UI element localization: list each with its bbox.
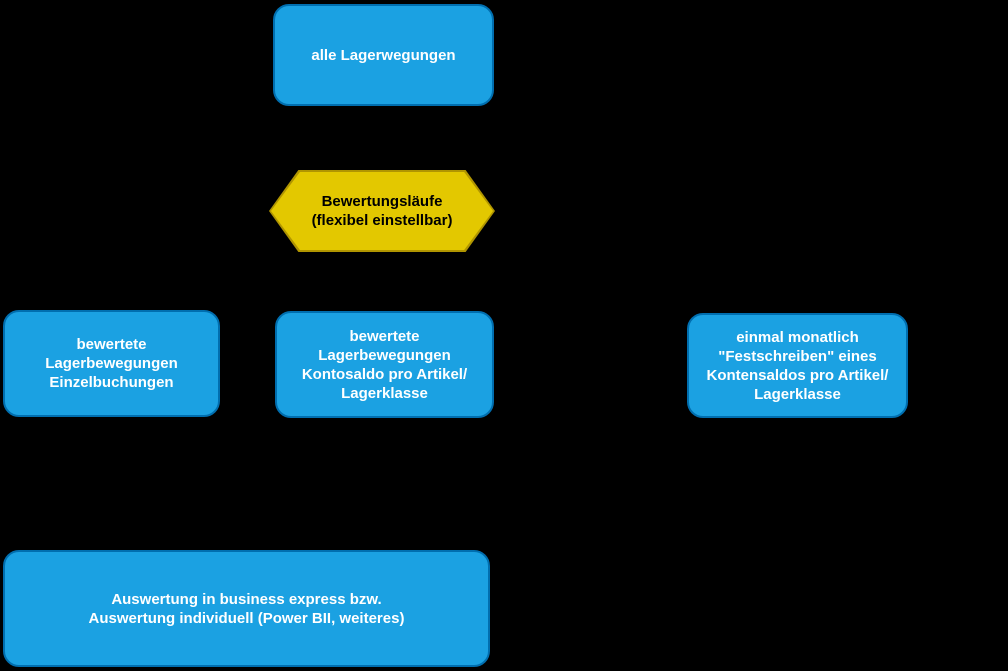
- node-kontosaldo: bewertete Lagerbewegungen Kontosaldo pro…: [275, 311, 494, 418]
- node-label: bewertete Lagerbewegungen Kontosaldo pro…: [301, 327, 468, 402]
- node-label: Bewertungsläufe (flexibel einstellbar): [311, 193, 453, 229]
- node-label: einmal monatlich "Festschreiben" eines K…: [706, 328, 889, 403]
- node-alle-lagerwegungen: alle Lagerwegungen: [273, 4, 494, 106]
- connector-monthly-to-evaluation: [479, 417, 798, 552]
- hexagon-fill: Bewertungsläufe (flexibel einstellbar): [271, 172, 493, 250]
- connector-hexagon-to-monthly: [465, 241, 798, 315]
- connector-balance-to-evaluation: [329, 417, 378, 552]
- node-festschreiben-monatlich: einmal monatlich "Festschreiben" eines K…: [687, 313, 908, 418]
- node-auswertung: Auswertung in business express bzw. Ausw…: [3, 550, 490, 667]
- node-einzelbuchungen: bewertete Lagerbewegungen Einzelbuchunge…: [3, 310, 220, 417]
- node-label: alle Lagerwegungen: [311, 46, 456, 64]
- node-label: bewertete Lagerbewegungen Einzelbuchunge…: [45, 336, 178, 391]
- node-bewertungslaeufe-hexagon: Bewertungsläufe (flexibel einstellbar): [269, 170, 495, 252]
- connector-hexagon-to-single: [110, 241, 301, 310]
- node-label: Auswertung in business express bzw. Ausw…: [88, 590, 405, 627]
